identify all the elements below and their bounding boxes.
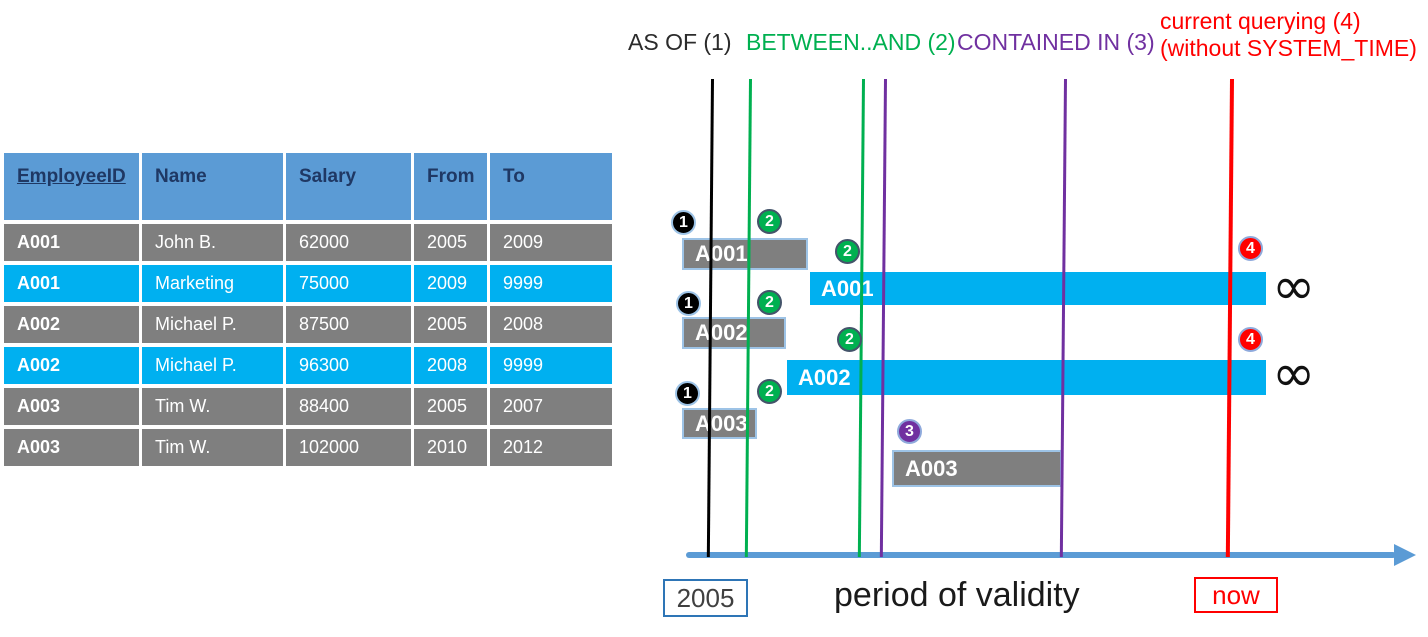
legend-contained-in: CONTAINED IN (3): [957, 29, 1155, 55]
cell-to: 2012: [490, 429, 612, 466]
cell-to: 9999: [490, 347, 612, 384]
legend-between-and: BETWEEN..AND (2): [746, 29, 956, 55]
table-row: A001 John B. 62000 2005 2009: [4, 224, 612, 261]
validity-bar-a003-history-2: A003: [892, 450, 1062, 487]
cell-name: Tim W.: [142, 388, 283, 425]
bar-label: A001: [821, 275, 874, 301]
cell-employee-id: A001: [4, 265, 139, 302]
cell-name: Michael P.: [142, 347, 283, 384]
validity-bar-a001-current: A001: [810, 272, 1266, 305]
column-header-from: From: [414, 153, 487, 220]
axis-start-year-box: 2005: [663, 579, 748, 617]
cell-to: 2008: [490, 306, 612, 343]
marker-between-2: 2: [757, 379, 782, 404]
contained-in-start-line: [879, 78, 887, 557]
column-header-name: Name: [142, 153, 283, 220]
column-header-to: To: [490, 153, 612, 220]
table-row: A003 Tim W. 88400 2005 2007: [4, 388, 612, 425]
cell-salary: 102000: [286, 429, 411, 466]
marker-as-of-1: 1: [676, 291, 701, 316]
column-header-employeeid: EmployeeID: [4, 153, 139, 220]
marker-current-4: 4: [1238, 236, 1263, 261]
cell-salary: 87500: [286, 306, 411, 343]
marker-as-of-1: 1: [675, 381, 700, 406]
table-row: A003 Tim W. 102000 2010 2012: [4, 429, 612, 466]
cell-from: 2009: [414, 265, 487, 302]
cell-name: Michael P.: [142, 306, 283, 343]
cell-employee-id: A003: [4, 388, 139, 425]
bar-label: A003: [695, 410, 748, 436]
axis-title: period of validity: [834, 576, 1080, 614]
time-axis: [686, 552, 1396, 558]
marker-contained-3: 3: [897, 419, 922, 444]
now-line: [1225, 78, 1234, 557]
cell-from: 2008: [414, 347, 487, 384]
marker-between-2: 2: [757, 290, 782, 315]
bar-label: A001: [695, 241, 748, 266]
validity-bar-a001-history: A001: [682, 238, 808, 270]
marker-current-4: 4: [1238, 327, 1263, 352]
cell-salary: 62000: [286, 224, 411, 261]
cell-name: John B.: [142, 224, 283, 261]
cell-name: Marketing: [142, 265, 283, 302]
cell-name: Tim W.: [142, 429, 283, 466]
cell-salary: 75000: [286, 265, 411, 302]
legend-as-of: AS OF (1): [628, 29, 732, 55]
bar-label: A003: [905, 455, 958, 481]
legend-current-querying-line2: (without SYSTEM_TIME): [1160, 35, 1417, 61]
cell-employee-id: A001: [4, 224, 139, 261]
infinity-icon: ∞: [1272, 344, 1316, 404]
cell-to: 2009: [490, 224, 612, 261]
bar-label: A002: [798, 364, 851, 390]
validity-bar-a002-current: A002: [787, 360, 1266, 395]
cell-employee-id: A002: [4, 306, 139, 343]
table-header-row: EmployeeID Name Salary From To: [4, 153, 612, 220]
column-header-employeeid-label: EmployeeID: [17, 166, 126, 187]
cell-to: 9999: [490, 265, 612, 302]
validity-bar-a002-history: A002: [682, 317, 786, 349]
cell-from: 2005: [414, 306, 487, 343]
infinity-icon: ∞: [1272, 257, 1316, 317]
validity-bar-a003-history-1: A003: [682, 408, 757, 439]
cell-from: 2005: [414, 224, 487, 261]
cell-salary: 96300: [286, 347, 411, 384]
cell-to: 2007: [490, 388, 612, 425]
cell-from: 2010: [414, 429, 487, 466]
axis-now-box: now: [1194, 577, 1278, 613]
marker-between-2: 2: [757, 209, 782, 234]
cell-employee-id: A003: [4, 429, 139, 466]
table-row: A001 Marketing 75000 2009 9999: [4, 265, 612, 302]
marker-between-2: 2: [837, 327, 862, 352]
marker-as-of-1: 1: [671, 210, 696, 235]
between-and-end-line: [857, 78, 865, 557]
employee-table: EmployeeID Name Salary From To A001 John…: [1, 149, 615, 470]
cell-employee-id: A002: [4, 347, 139, 384]
table-row: A002 Michael P. 96300 2008 9999: [4, 347, 612, 384]
column-header-salary: Salary: [286, 153, 411, 220]
cell-from: 2005: [414, 388, 487, 425]
table-row: A002 Michael P. 87500 2005 2008: [4, 306, 612, 343]
legend-current-querying: current querying (4) (without SYSTEM_TIM…: [1160, 8, 1417, 62]
cell-salary: 88400: [286, 388, 411, 425]
time-axis-arrowhead-icon: [1394, 544, 1416, 566]
contained-in-end-line: [1059, 78, 1067, 557]
bar-label: A002: [695, 320, 748, 345]
legend-current-querying-line1: current querying (4): [1160, 8, 1361, 34]
marker-between-2: 2: [835, 239, 860, 264]
